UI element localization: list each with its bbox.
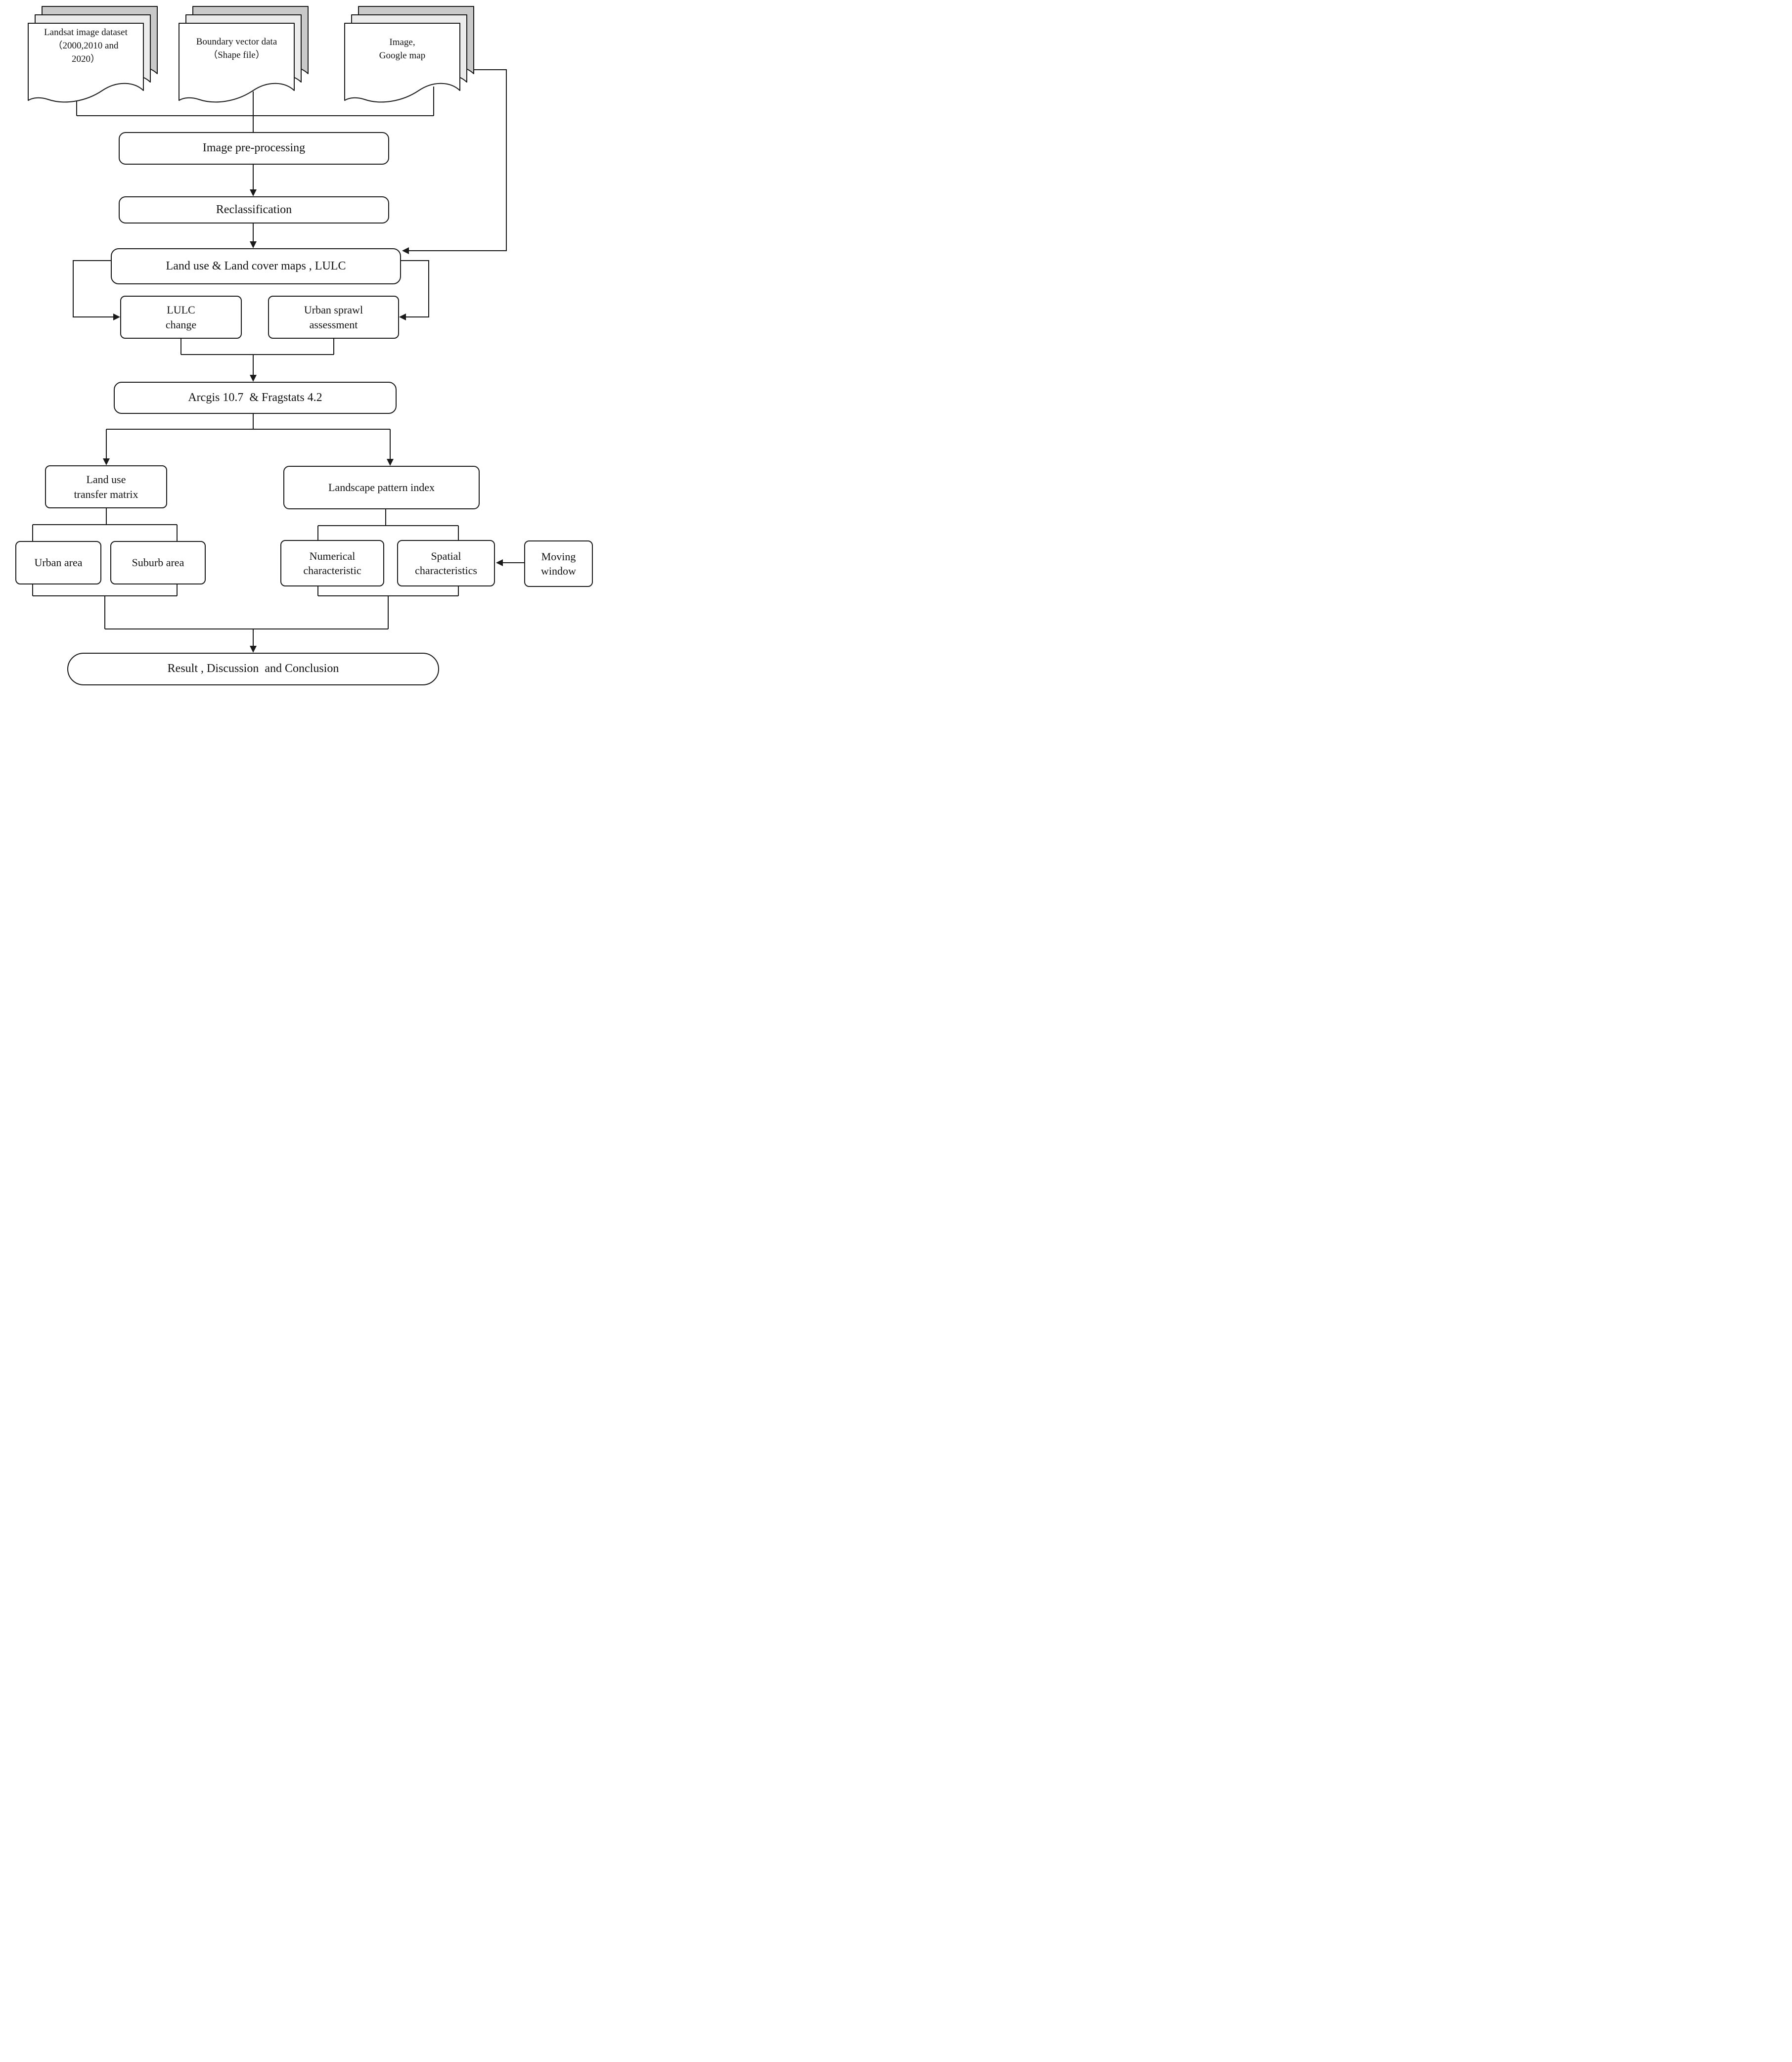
connector-bypass-googlemap-lulc [408, 69, 507, 251]
node-label: Land use & Land cover maps , LULC [166, 259, 346, 272]
arrowhead-down-result [250, 646, 257, 653]
arrowhead-down-patternindex [387, 459, 394, 466]
node-spatial-characteristics: Spatial characteristics [397, 540, 495, 586]
node-lulc-change: LULC change [120, 296, 242, 339]
document-stack-icon [28, 6, 158, 103]
node-suburb-area: Suburb area [110, 541, 206, 584]
node-label: LULC change [165, 304, 197, 331]
node-image-preprocessing: Image pre-processing [119, 132, 389, 165]
node-label: Arcgis 10.7 & Fragstats 4.2 [188, 391, 322, 404]
connector-lulc-urbansprawl [401, 260, 429, 317]
connector-right-bottom-merge [317, 586, 459, 629]
node-moving-window: Moving window [524, 540, 593, 587]
node-urban-sprawl-assessment: Urban sprawl assessment [268, 296, 399, 339]
arrowhead-down-transfermatrix [103, 458, 110, 465]
arrowhead-down-reclassification [250, 189, 257, 196]
node-result-discussion-conclusion: Result , Discussion and Conclusion [67, 653, 439, 685]
node-label: Spatial characteristics [415, 549, 477, 577]
source-label-landsat: Landsat image dataset （2000,2010 and 202… [44, 27, 128, 64]
document-stack-icon [179, 6, 309, 103]
source-stack-googlemap [344, 6, 476, 105]
node-label: Image pre-processing [202, 141, 306, 155]
node-numerical-characteristic: Numerical characteristic [280, 540, 384, 586]
node-label: Reclassification [216, 203, 292, 216]
connector-layer [32, 69, 524, 653]
arrowhead-right-lulcchange [113, 314, 120, 320]
arrowhead-down-lulc [250, 241, 257, 248]
connector-patternindex-children [317, 509, 459, 540]
node-reclassification: Reclassification [119, 196, 389, 224]
node-landscape-pattern-index: Landscape pattern index [283, 466, 480, 509]
connector-final-merge-result [105, 628, 388, 646]
arrowhead-left-spatial [496, 559, 503, 566]
node-landuse-transfer-matrix: Land use transfer matrix [45, 465, 167, 508]
connector-sources-collector [76, 87, 434, 132]
connector-transfermatrix-children [32, 508, 178, 541]
document-stack-icon [344, 6, 474, 103]
node-urban-area: Urban area [15, 541, 101, 584]
page-front-icon [28, 23, 144, 103]
node-label: Moving window [541, 550, 576, 577]
source-stack-landsat [28, 6, 159, 105]
source-label-boundary: Boundary vector data （Shape file） [196, 37, 277, 60]
source-label-googlemap: Image, Google map [379, 37, 426, 61]
connector-lulc-lulcchange [73, 260, 113, 317]
page-front-icon [179, 23, 295, 103]
source-stack-boundary [179, 6, 310, 105]
arrowhead-bypass-left [402, 247, 409, 254]
arrowhead-down-arcgis [250, 375, 257, 382]
connector-left-bottom-merge [32, 584, 178, 629]
node-arcgis-fragstats: Arcgis 10.7 & Fragstats 4.2 [114, 382, 397, 414]
node-label: Urban sprawl assessment [304, 304, 363, 331]
connector-arcgis-split [106, 414, 391, 459]
node-label: Urban area [34, 556, 83, 569]
connector-children-arcgis [180, 339, 334, 375]
page-front-icon [344, 23, 460, 103]
node-label: Numerical characteristic [303, 549, 361, 577]
node-label: Result , Discussion and Conclusion [167, 662, 339, 675]
node-label: Landscape pattern index [328, 481, 435, 494]
node-lulc-maps: Land use & Land cover maps , LULC [111, 248, 401, 284]
node-label: Suburb area [132, 556, 184, 569]
arrowhead-left-urbansprawl [399, 314, 406, 320]
node-label: Land use transfer matrix [74, 473, 138, 500]
flowchart: Landsat image dataset （2000,2010 and 202… [0, 0, 597, 687]
